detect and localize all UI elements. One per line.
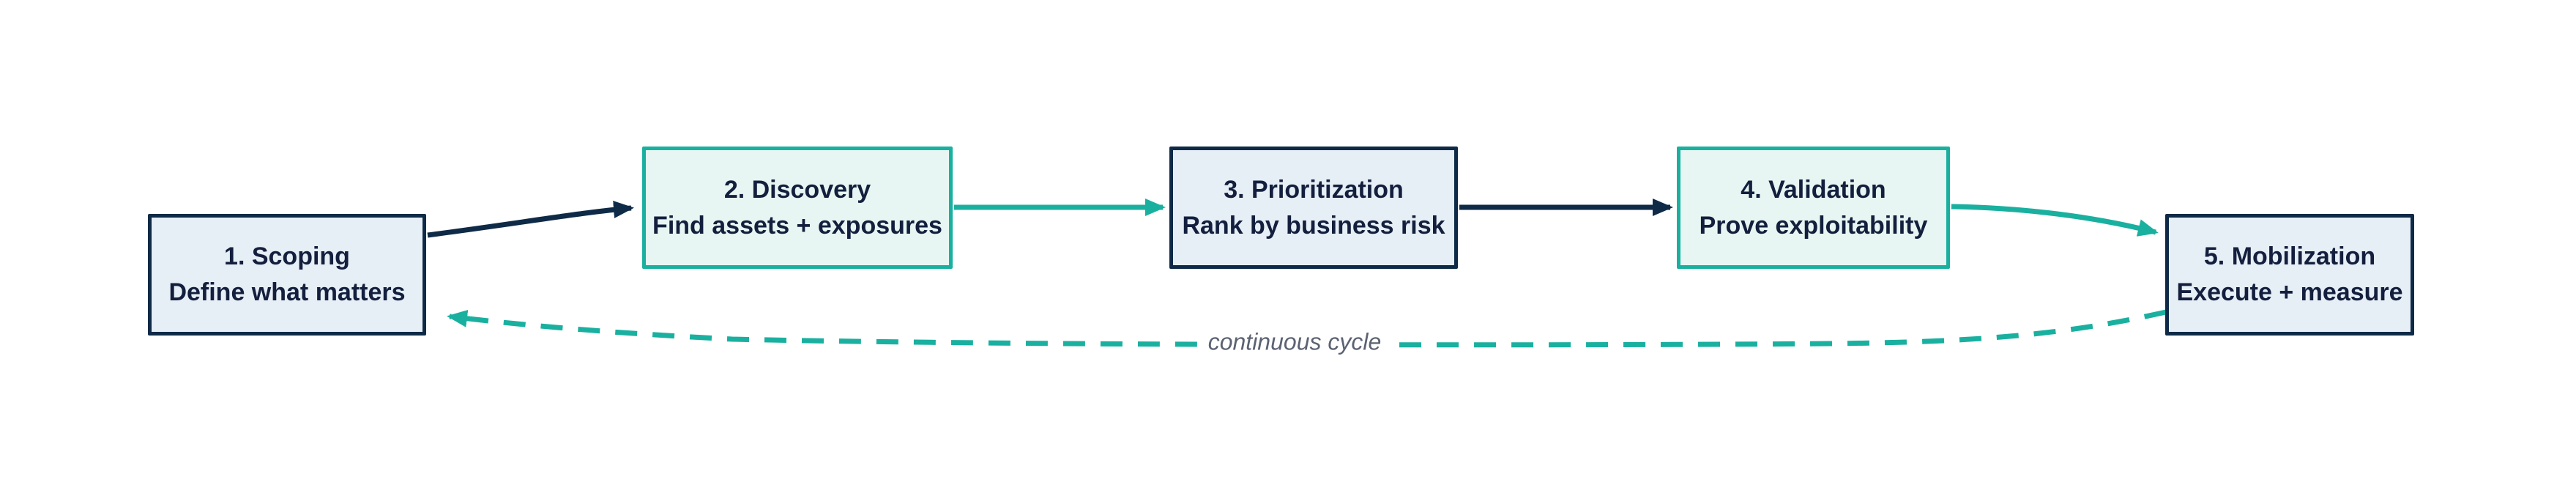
step-subtitle: Define what matters [168, 278, 406, 306]
step-title: 5. Mobilization [2203, 242, 2376, 270]
step-subtitle: Prove exploitability [1699, 211, 1928, 240]
cycle-label: continuous cycle [1197, 327, 1392, 357]
step-box-mobilization: 5. Mobilization Execute + measure [2165, 214, 2414, 336]
step-title: 4. Validation [1741, 175, 1886, 204]
step-subtitle: Execute + measure [2176, 278, 2403, 306]
step-box-discovery: 2. Discovery Find assets + exposures [642, 147, 953, 269]
step-box-validation: 4. Validation Prove exploitability [1677, 147, 1950, 269]
step-box-prioritization: 3. Prioritization Rank by business risk [1169, 147, 1458, 269]
connector-1-2 [427, 200, 634, 238]
step-box-scoping: 1. Scoping Define what matters [148, 214, 426, 336]
step-title: 1. Scoping [224, 242, 350, 270]
connector-4-5 [1951, 204, 2159, 237]
step-subtitle: Rank by business risk [1182, 211, 1445, 240]
step-title: 2. Discovery [723, 175, 871, 204]
step-subtitle: Find assets + exposures [652, 211, 942, 240]
step-title: 3. Prioritization [1224, 175, 1404, 204]
